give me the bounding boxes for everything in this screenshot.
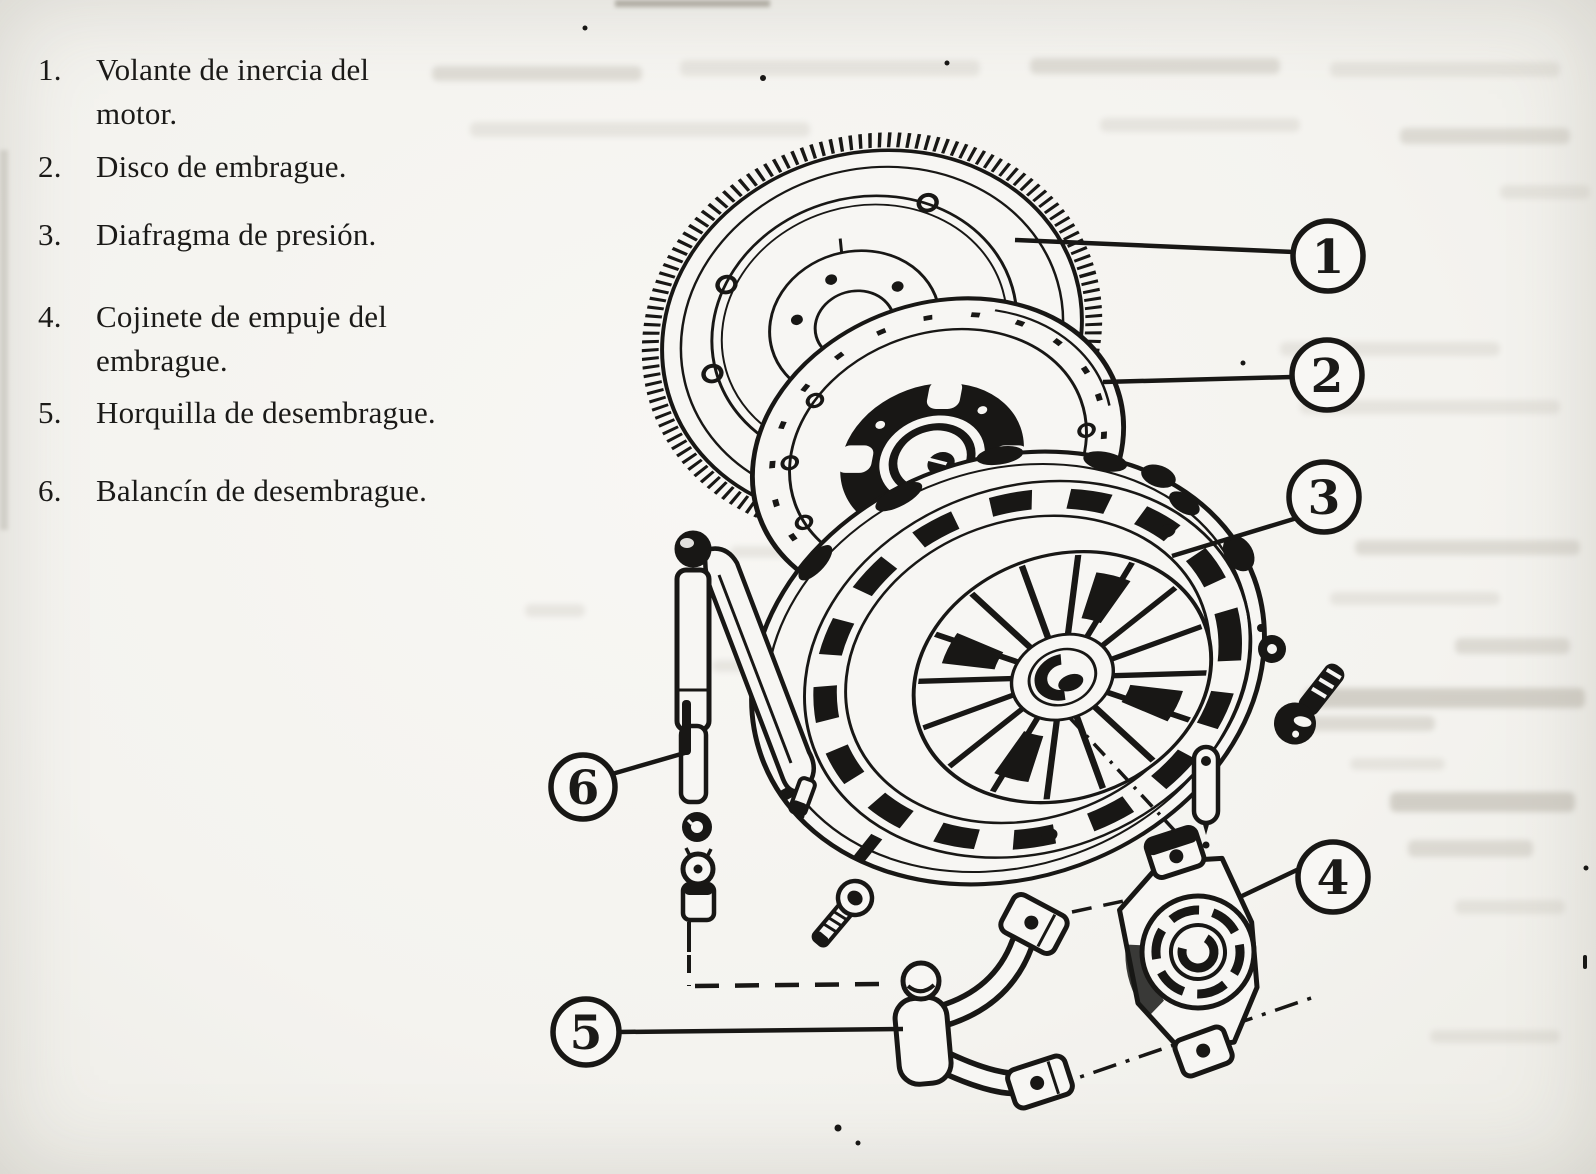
release-fork-drawing <box>892 892 1075 1111</box>
callout-6-leader <box>611 749 689 777</box>
legend-item-4-label: Cojinete de empuje del embrague. <box>96 299 388 378</box>
callout-5: 5 <box>550 996 904 1068</box>
callout-5-label: 5 <box>570 1006 603 1061</box>
legend-item-5-number: 5. <box>38 395 62 430</box>
legend-item-1-number: 1. <box>38 52 62 87</box>
legend-item-2-number: 2. <box>38 149 62 184</box>
legend-item-3-label: Diafragma de presión. <box>96 217 377 252</box>
fork-bolt-drawing <box>811 878 875 948</box>
callout-3-label: 3 <box>1308 471 1341 526</box>
bolt-drawing <box>1257 624 1345 745</box>
legend-item-4: 4. Cojinete de empuje del embrague. <box>38 295 387 383</box>
guide-pin-drawing <box>1191 744 1221 849</box>
release-bearing-drawing <box>1117 825 1260 1079</box>
scan-specks <box>582 25 1589 1146</box>
callout-2-leader <box>1102 374 1293 385</box>
callout-1-label: 1 <box>1312 230 1345 285</box>
callout-5-circle <box>550 996 622 1068</box>
callout-4-circle <box>1295 839 1371 915</box>
callout-6: 6 <box>548 749 689 822</box>
legend-item-4-number: 4. <box>38 299 62 334</box>
callout-6-circle <box>548 752 618 822</box>
callout-2-circle <box>1289 337 1365 413</box>
callout-3-leader <box>1171 515 1298 559</box>
legend-item-6-label: Balancín de desembrague. <box>96 473 428 508</box>
legend-item-6: 6. Balancín de desembrague. <box>38 469 427 513</box>
callout-4-leader <box>1241 865 1302 899</box>
legend-item-1: 1. Volante de inercia del motor. <box>38 48 369 136</box>
callout-4-label: 4 <box>1317 851 1350 906</box>
callout-3-circle <box>1286 459 1362 535</box>
callout-2-label: 2 <box>1311 349 1344 404</box>
callout-1-leader <box>1014 237 1295 255</box>
legend-item-6-number: 6. <box>38 473 62 508</box>
legend-item-5-label: Horquilla de desembrague. <box>96 395 436 430</box>
legend-item-5: 5. Horquilla de desembrague. <box>38 391 436 435</box>
legend-item-3-number: 3. <box>38 217 62 252</box>
release-rocker-drawing <box>674 530 817 923</box>
callout-4: 4 <box>1241 839 1371 915</box>
callout-1: 1 <box>1014 218 1366 294</box>
callout-3: 3 <box>1171 459 1362 559</box>
legend-item-2-label: Disco de embrague. <box>96 149 347 184</box>
callout-6-label: 6 <box>567 761 600 816</box>
callout-1-circle <box>1290 218 1366 294</box>
legend-item-1-label: Volante de inercia del motor. <box>96 52 370 131</box>
legend-item-2: 2. Disco de embrague. <box>38 145 347 189</box>
legend-item-3: 3. Diafragma de presión. <box>38 213 377 257</box>
callout-5-leader <box>617 1026 904 1035</box>
callout-2: 2 <box>1102 337 1365 413</box>
